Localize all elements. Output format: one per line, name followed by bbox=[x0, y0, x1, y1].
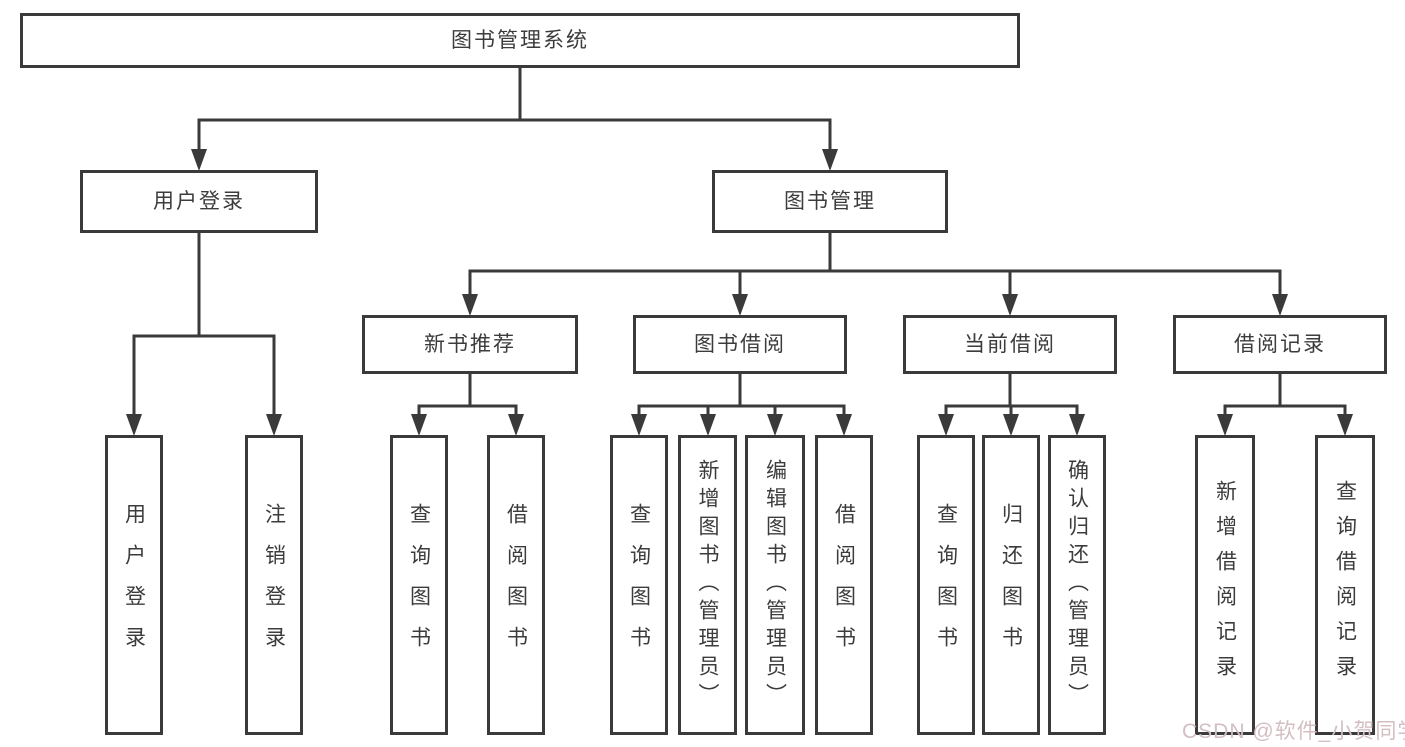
node-add-books-admin: 新增图书（管理员） bbox=[678, 435, 737, 735]
node-recommend-query-books: 查询图书 bbox=[390, 435, 448, 735]
node-label: 新书推荐 bbox=[424, 333, 516, 356]
node-label: 查询图书 bbox=[407, 503, 431, 667]
connector-from-current-borrowing bbox=[944, 374, 1077, 408]
node-library-system: 图书管理系统 bbox=[20, 13, 1020, 68]
node-logout-leaf: 注销登录 bbox=[245, 435, 303, 735]
node-new-book-recommend: 新书推荐 bbox=[362, 315, 578, 374]
node-query-borrow-record: 查询借阅记录 bbox=[1315, 435, 1375, 735]
node-label: 查询借阅记录 bbox=[1333, 480, 1357, 690]
node-label: 当前借阅 bbox=[964, 333, 1056, 356]
node-label: 借阅图书 bbox=[832, 503, 856, 667]
node-recommend-borrow-books: 借阅图书 bbox=[487, 435, 545, 735]
node-return-books: 归还图书 bbox=[982, 435, 1040, 735]
node-current-borrowing: 当前借阅 bbox=[903, 315, 1117, 374]
node-label: 借阅图书 bbox=[504, 503, 528, 667]
node-borrow-borrow-books: 借阅图书 bbox=[815, 435, 873, 735]
connector-from-user-login-branch bbox=[132, 233, 274, 338]
node-label: 查询图书 bbox=[934, 503, 958, 667]
node-label: 图书管理 bbox=[784, 190, 876, 213]
node-edit-books-admin: 编辑图书（管理员） bbox=[745, 435, 805, 735]
connector-from-book-management bbox=[468, 233, 1280, 273]
node-label: 确认归还（管理员） bbox=[1065, 459, 1089, 711]
node-confirm-return-admin: 确认归还（管理员） bbox=[1048, 435, 1106, 735]
node-label: 用户登录 bbox=[153, 190, 245, 213]
node-user-login-leaf: 用户登录 bbox=[105, 435, 163, 735]
connector-from-book-borrowing bbox=[637, 374, 844, 408]
node-current-query-books: 查询图书 bbox=[917, 435, 975, 735]
node-user-login-branch: 用户登录 bbox=[80, 170, 318, 233]
node-book-borrowing: 图书借阅 bbox=[633, 315, 847, 374]
node-label: 借阅记录 bbox=[1234, 333, 1326, 356]
node-borrow-query-books: 查询图书 bbox=[610, 435, 668, 735]
node-label: 注销登录 bbox=[262, 503, 286, 667]
node-borrowing-records: 借阅记录 bbox=[1173, 315, 1387, 374]
node-label: 新增图书（管理员） bbox=[696, 459, 719, 711]
node-label: 图书借阅 bbox=[694, 333, 786, 356]
node-label: 用户登录 bbox=[122, 503, 146, 667]
watermark: CSDN @软件_小贺同学 bbox=[1182, 720, 1405, 743]
connector-from-borrowing-records bbox=[1223, 374, 1345, 408]
node-label: 归还图书 bbox=[999, 503, 1023, 667]
node-label: 新增借阅记录 bbox=[1213, 480, 1237, 690]
node-add-borrow-record: 新增借阅记录 bbox=[1195, 435, 1255, 735]
node-label: 图书管理系统 bbox=[451, 29, 589, 52]
connector-from-library-system bbox=[197, 68, 830, 122]
node-label: 查询图书 bbox=[627, 503, 651, 667]
connector-from-new-book-recommend bbox=[417, 374, 516, 408]
node-book-management: 图书管理 bbox=[712, 170, 948, 233]
node-label: 编辑图书（管理员） bbox=[763, 459, 787, 711]
